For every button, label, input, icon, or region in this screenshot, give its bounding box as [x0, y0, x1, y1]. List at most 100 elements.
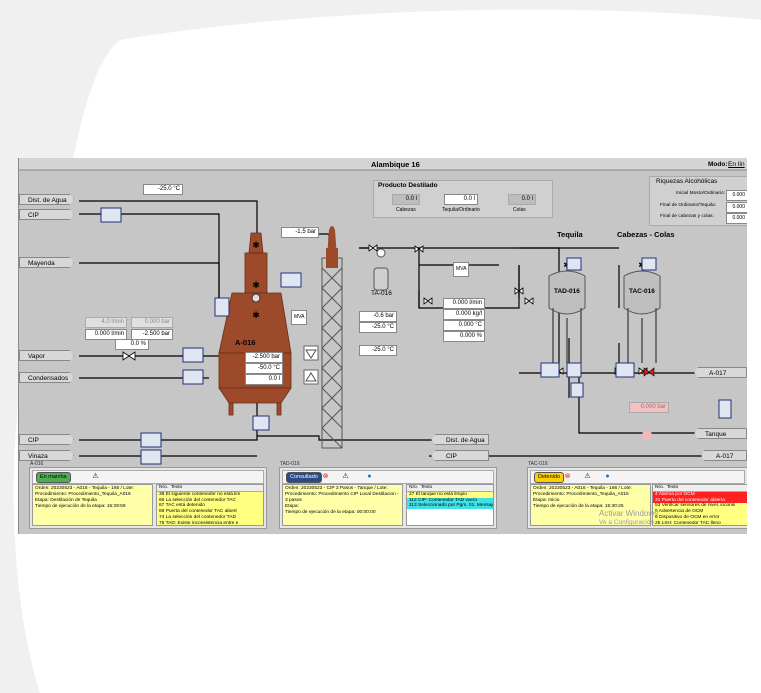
- tad016-name: TAD-016: [554, 288, 580, 295]
- panel-tad016-info: Orden: 20230523 - CIP 3 Pasos - Tanque /…: [282, 484, 403, 526]
- watermark-line2: Ve a Configuración: [599, 519, 654, 526]
- stop-icon[interactable]: ⊗: [564, 473, 571, 480]
- panel-tac016: TAC-016 Detenido ⊗ ⚠ ● Orden: 20230523 -…: [527, 461, 747, 529]
- info-icon[interactable]: ●: [367, 473, 372, 480]
- colas-value: 0.0 l: [508, 194, 536, 205]
- vapor-flow-value: 0.000 l/min: [85, 329, 127, 340]
- message-row[interactable]: 75 TAD: Existe inconsistencia entre e: [157, 520, 263, 525]
- vapor-grey-pressure: 0.000 bar: [131, 317, 173, 328]
- riquezas-final-ord-label: Final de Ordinario/Tequila:: [660, 203, 716, 208]
- still-level-value: 0.0 l: [245, 374, 283, 385]
- panel-tac016-title: TAC-016: [528, 461, 548, 467]
- tequila-ordinario-value: 0.0 l: [444, 194, 478, 205]
- still-temp-value: -50.0 °C: [245, 363, 283, 374]
- info-line: Procedimiento: Procedimiento_Tequila_A01…: [533, 492, 629, 497]
- tag-a017-top[interactable]: A-017: [694, 367, 747, 378]
- ta016-mva-box[interactable]: MVA: [453, 262, 470, 277]
- tag-dist-agua-bottom[interactable]: Dist. de Agua: [431, 434, 489, 445]
- panel-a016-title: A-016: [30, 461, 44, 467]
- warning-icon[interactable]: ⚠: [584, 473, 591, 480]
- column-temp2-value: -25.0 °C: [359, 345, 397, 356]
- ta016-pct-value: 0.000 %: [443, 331, 485, 342]
- info-line: Etapa: Destilación de Tequila: [35, 498, 97, 503]
- info-icon[interactable]: ●: [605, 473, 610, 480]
- still-mva-box[interactable]: MVA: [291, 310, 308, 325]
- warning-icon[interactable]: ⚠: [342, 473, 349, 480]
- message-row[interactable]: 5 Advertencia de OCM: [653, 509, 747, 515]
- tag-cip-bottom[interactable]: CIP: [19, 434, 74, 445]
- tag-cip-right[interactable]: CIP: [431, 450, 489, 461]
- message-row[interactable]: 25 LSH: Contenedor TAC lleno: [653, 520, 747, 525]
- panel-tad016-title: TAD-016: [280, 461, 300, 467]
- cabezas-label: Cabezas: [396, 207, 416, 213]
- panel-tac016-status[interactable]: Detenido: [534, 472, 565, 483]
- column-temp-value: -25.0 °C: [359, 322, 397, 333]
- top-pressure-value: -1.5 bar: [281, 227, 319, 238]
- list-header: Nro. Texto: [407, 485, 493, 492]
- column-pressure-value: -0.6 bar: [359, 311, 397, 322]
- ta016-flow-value: 0.000 l/min: [443, 298, 485, 309]
- message-row[interactable]: 113 Seleccionado por Pgm. 01. Mensaje: [407, 503, 494, 510]
- tag-mayenda[interactable]: Mayenda: [19, 257, 74, 268]
- tequila-title: Tequila: [557, 230, 583, 239]
- tag-dist-agua-top[interactable]: Dist. de Agua: [19, 194, 74, 205]
- riquezas-title: Riquezas Alcohólicas: [656, 178, 718, 185]
- tag-a017-bottom[interactable]: A-017: [701, 450, 747, 461]
- mode-label: Modo:: [708, 161, 728, 168]
- tequila-ordinario-label: Tequila/Ordinario: [442, 207, 480, 213]
- message-row[interactable]: 68 Puerta del contenedor TAC abiert: [157, 509, 263, 515]
- warning-icon[interactable]: ⚠: [92, 473, 99, 480]
- info-line: Procedimiento: Procedimiento_Tequila_A01…: [35, 492, 131, 497]
- panel-a016-status[interactable]: En marcha: [36, 472, 71, 483]
- panel-tad016-status[interactable]: Consultado: [286, 472, 322, 483]
- riquezas-panel: Riquezas Alcohólicas Inicial Mosto/Ordin…: [649, 176, 747, 226]
- message-row[interactable]: 67 TAC está detenido: [157, 503, 263, 510]
- info-line: Tiempo de ejecución de la etapa: 15:30:2…: [533, 504, 624, 509]
- message-row[interactable]: 6 Dispositivo de OCM en error: [653, 514, 747, 521]
- tag-vinaza[interactable]: Vinaza: [19, 450, 74, 461]
- svg-text:✱: ✱: [252, 240, 260, 250]
- panel-tad016-header: Consultado ⊗ ⚠ ●: [282, 470, 494, 484]
- list-header: Nro. Texto: [157, 485, 263, 492]
- message-row[interactable]: 27 El tanque no está limpio: [407, 491, 493, 498]
- panel-tac016-header: Detenido ⊗ ⚠ ●: [530, 470, 745, 484]
- riquezas-final-ord-value: 0.000: [726, 202, 747, 213]
- tag-tanque-externo[interactable]: Tanque Extern: [694, 428, 747, 439]
- top-temp-value: -25.0 °C: [143, 184, 183, 195]
- info-line: Tiempo de ejecución de la etapa: 00:00:0…: [285, 510, 376, 515]
- message-row[interactable]: 53 Verificar sensores de nivel, inconsi: [653, 503, 747, 510]
- info-line: Etapa: Inicio: [533, 498, 560, 503]
- tag-vapor[interactable]: Vapor: [19, 350, 74, 361]
- message-row[interactable]: 38 El siguiente contenedor no está lim: [157, 491, 263, 498]
- riquezas-cabezas-value: 0.000: [726, 213, 747, 224]
- message-row[interactable]: 66 La selección del contenedor TAC: [157, 497, 263, 504]
- panel-a016-info: Orden: 20230523 - A016 - Tequila - 166 /…: [32, 484, 153, 526]
- info-line: Procedimiento: Procedimiento CIP Local D…: [285, 492, 399, 503]
- message-row[interactable]: 4 Alarma por OCM: [653, 491, 747, 498]
- scada-screen: ✱ ✱ ✱ ✱ ✱: [18, 158, 747, 534]
- panel-a016-messages[interactable]: Nro. Texto 38 El siguiente contenedor no…: [156, 484, 264, 526]
- colas-label: Colas: [513, 207, 526, 213]
- tag-condensados[interactable]: Condensados: [19, 372, 74, 383]
- mode-value[interactable]: En lín: [728, 161, 745, 168]
- ta016-temp-value: 0.000 °C: [443, 320, 485, 331]
- svg-text:✱: ✱: [252, 280, 260, 290]
- riquezas-inicial-value: 0.000: [726, 190, 747, 201]
- producto-destilado-title: Producto Destilado: [378, 182, 438, 189]
- message-row[interactable]: 112 CIP: Contenedor TAD vacío: [407, 497, 493, 504]
- vapor-valve-value: 0.0 %: [115, 339, 149, 350]
- tac016-name: TAC-016: [629, 288, 655, 295]
- stop-icon[interactable]: ⊗: [322, 473, 329, 480]
- svg-text:✱: ✱: [252, 310, 260, 320]
- cabezas-value: 0.0 l: [392, 194, 420, 205]
- info-line: Orden: 20230523 - A016 - Tequila - 166 /…: [533, 486, 632, 491]
- still-pressure-value: -2.500 bar: [245, 352, 283, 363]
- vapor-grey-flow: 4.0 l/min: [85, 317, 127, 328]
- tag-cip-top[interactable]: CIP: [19, 209, 74, 220]
- message-row[interactable]: 31 Puerta del contenedor abierta: [653, 497, 747, 504]
- message-row[interactable]: 74 La selección del contenedor TAD: [157, 514, 263, 521]
- panel-a016: A-016 En marcha ⚠ Orden: 20230523 - A016…: [29, 461, 267, 529]
- info-line: Orden: 20230523 - A016 - Tequila - 166 /…: [35, 486, 134, 491]
